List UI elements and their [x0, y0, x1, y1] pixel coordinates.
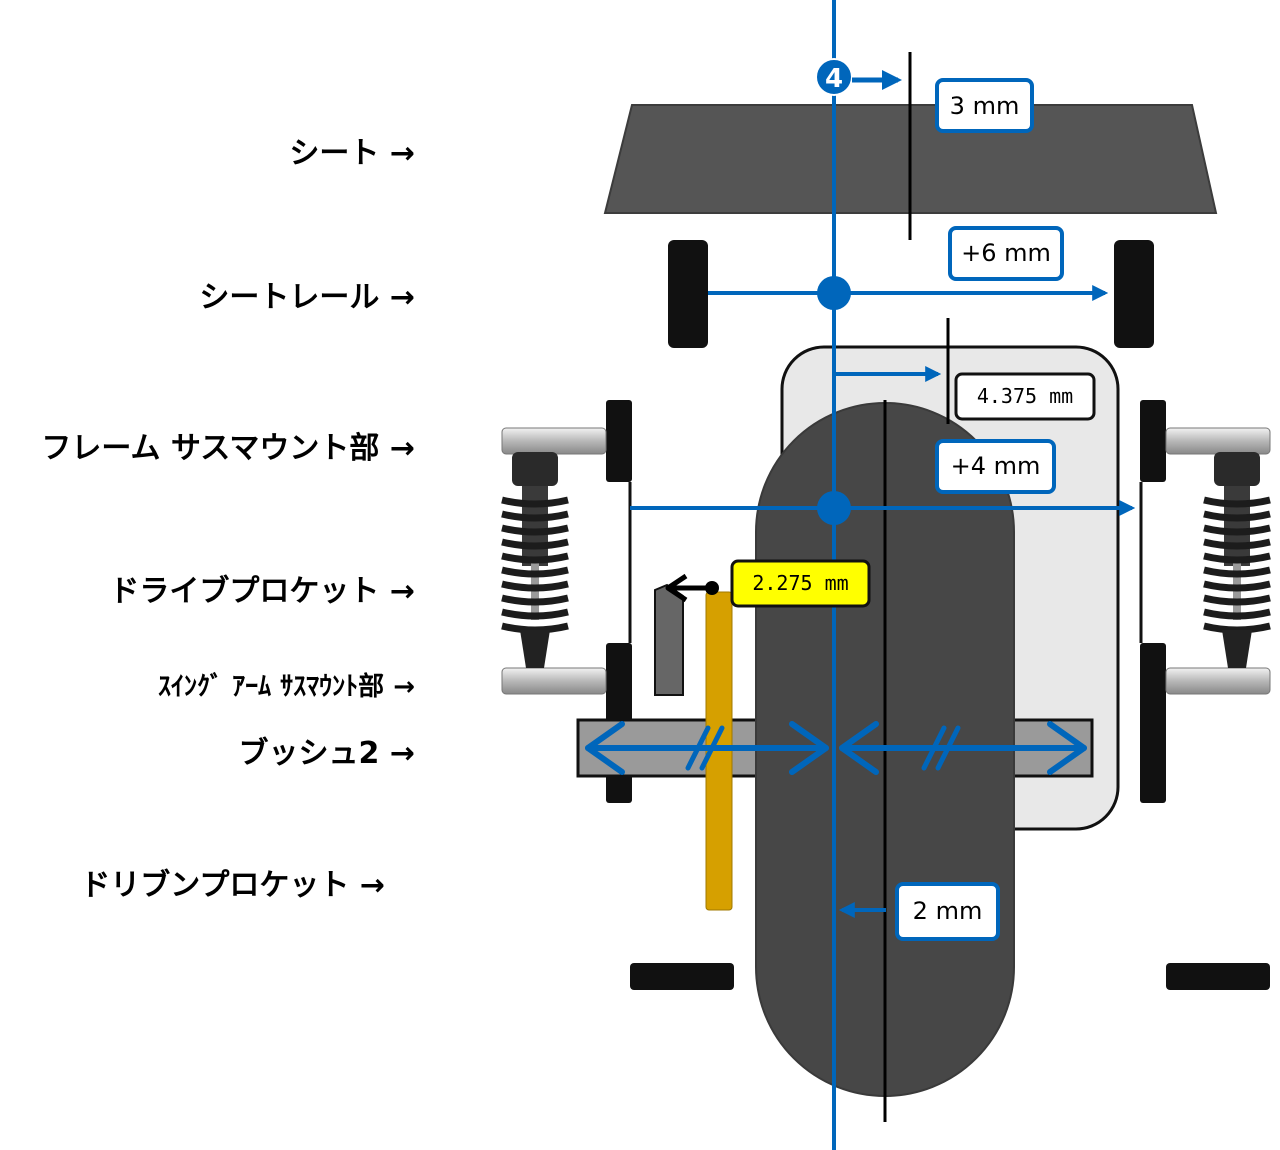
sprocket-offset-arrowhead — [665, 573, 688, 603]
shock-absorber-right — [1165, 427, 1271, 695]
bottom-pad-left — [630, 963, 734, 990]
swingarm-mount-right — [1140, 643, 1166, 803]
mount-center-dot — [817, 491, 851, 525]
seat-rail-right — [1114, 240, 1154, 348]
frame-mount-left — [606, 400, 632, 482]
sprocket-offset-value: 2.275 mm — [752, 571, 848, 595]
seat-rail-left — [668, 240, 708, 348]
centerline-marker — [815, 58, 853, 96]
label-seat-rail: シートレール → — [199, 280, 415, 315]
dim-box-frame-offset: 4.375 mm — [954, 372, 1096, 421]
label-seat: シート → — [289, 136, 415, 171]
label-swingarm-mount: ｽｲﾝｸﾞ ｱｰﾑ ｻｽﾏｳﾝﾄ部 → — [158, 671, 415, 702]
rail-offset-value: +6 mm — [961, 239, 1051, 267]
label-driven-sprocket: ドリブンプロケット → — [80, 868, 385, 903]
label-frame-mount: フレーム サスマウント部 → — [41, 431, 415, 466]
sprocket-offset-dot — [705, 581, 719, 595]
shock-absorber-left — [501, 427, 607, 695]
centerline-marker-number: 4 — [825, 64, 843, 94]
dim-box-rail-offset: +6 mm — [948, 226, 1064, 281]
label-bush2: ブッシュ2 → — [239, 736, 415, 771]
seat-rail-center-dot — [817, 276, 851, 310]
bush2-double-arrows — [585, 721, 1087, 775]
dim-box-seat-offset: 3 mm — [935, 78, 1034, 133]
mount-offset-value: +4 mm — [951, 452, 1041, 480]
wheel-offset-value: 2 mm — [913, 897, 983, 925]
seat-offset-value: 3 mm — [950, 92, 1020, 120]
dim-box-wheel-offset: 2 mm — [895, 882, 1000, 941]
dim-box-sprocket-offset: 2.275 mm — [730, 559, 871, 608]
frame-mount-right — [1140, 400, 1166, 482]
drive-sprocket-shape — [654, 583, 684, 696]
bottom-pad-right — [1166, 963, 1270, 990]
label-drive-sprocket: ドライブプロケット → — [109, 574, 415, 609]
frame-offset-value: 4.375 mm — [977, 384, 1073, 408]
dim-box-mount-offset: +4 mm — [935, 439, 1056, 494]
